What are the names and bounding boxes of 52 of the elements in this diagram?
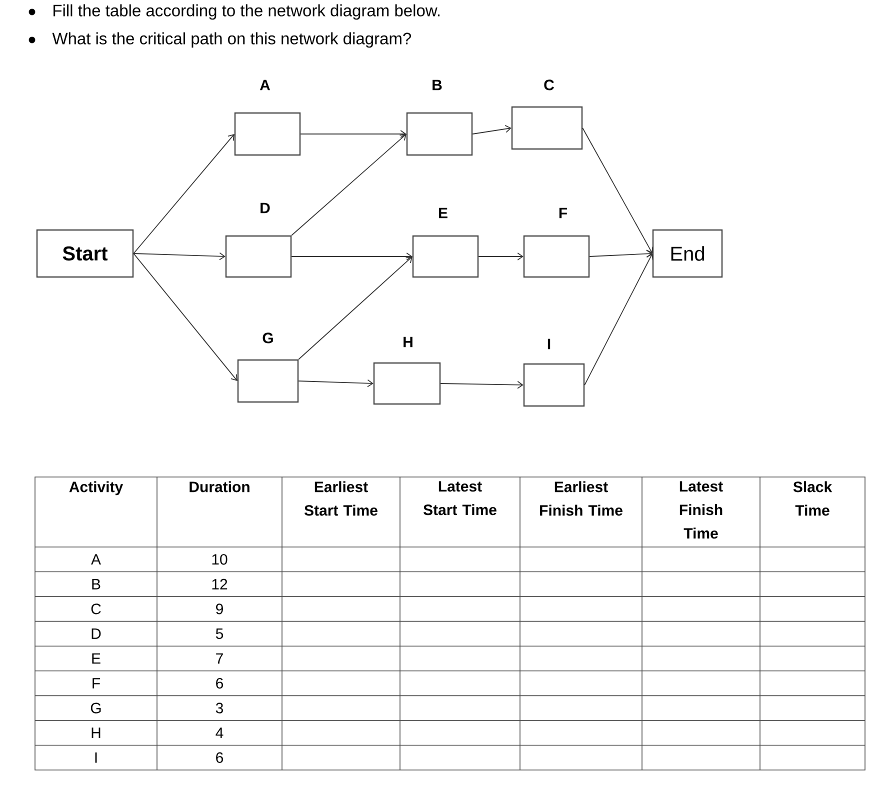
activity-name: F — [92, 678, 100, 688]
duration-value: 5 — [216, 628, 224, 639]
activity-letter: G — [262, 332, 273, 344]
activity-name: G — [90, 702, 101, 714]
column-header: Latest Finish Time — [680, 481, 723, 539]
activity-letter: A — [260, 80, 270, 90]
arrow — [291, 252, 412, 260]
activity-name: E — [92, 653, 100, 664]
activity-letter: H — [404, 336, 412, 348]
arrow — [589, 250, 652, 258]
activity-name: H — [92, 728, 100, 738]
activity-letter: E — [439, 208, 448, 218]
duration-value: 12 — [212, 578, 228, 590]
bullet-item: What is the critical path on this network diagram? — [28, 32, 412, 48]
arrow — [133, 134, 234, 254]
column-header: Slack Time — [793, 481, 832, 516]
duration-value: 6 — [216, 752, 224, 763]
column-header: Activity — [69, 481, 124, 496]
column-header: Latest Start Time — [424, 481, 496, 516]
arrow — [584, 254, 654, 386]
activity-name: B — [92, 579, 100, 590]
arrow — [478, 252, 524, 260]
activity-letter: D — [260, 202, 270, 214]
activity-letter: F — [559, 208, 568, 218]
column-header: Earliest Start Time — [304, 481, 378, 516]
arrow — [133, 253, 238, 381]
activity-name: D — [92, 628, 101, 639]
arrow — [298, 256, 412, 360]
duration-value: 4 — [216, 728, 224, 738]
arrow — [582, 128, 654, 254]
column-header: Duration — [190, 481, 250, 492]
arrow — [133, 252, 226, 260]
arrow — [300, 130, 406, 138]
activity-letter: C — [544, 80, 554, 90]
activity-letter: B — [432, 80, 442, 90]
activity-name: C — [91, 604, 101, 614]
duration-value: 6 — [216, 678, 224, 689]
start-box: Start — [36, 229, 134, 278]
duration-value: 7 — [216, 653, 223, 664]
end-box: End — [652, 229, 723, 278]
activity-letter: I — [548, 338, 550, 350]
arrow — [440, 380, 524, 389]
bullet-item: Fill the table according to the network diagram below. — [28, 4, 440, 20]
duration-value: 10 — [212, 554, 228, 565]
arrow — [291, 134, 406, 236]
duration-value: 9 — [216, 604, 223, 614]
arrow — [472, 124, 512, 134]
duration-value: 3 — [216, 702, 224, 714]
activity-name: I — [95, 752, 97, 763]
column-header: Earliest Finish Time — [540, 481, 622, 516]
arrow — [298, 379, 374, 388]
activity-name: A — [91, 554, 101, 565]
